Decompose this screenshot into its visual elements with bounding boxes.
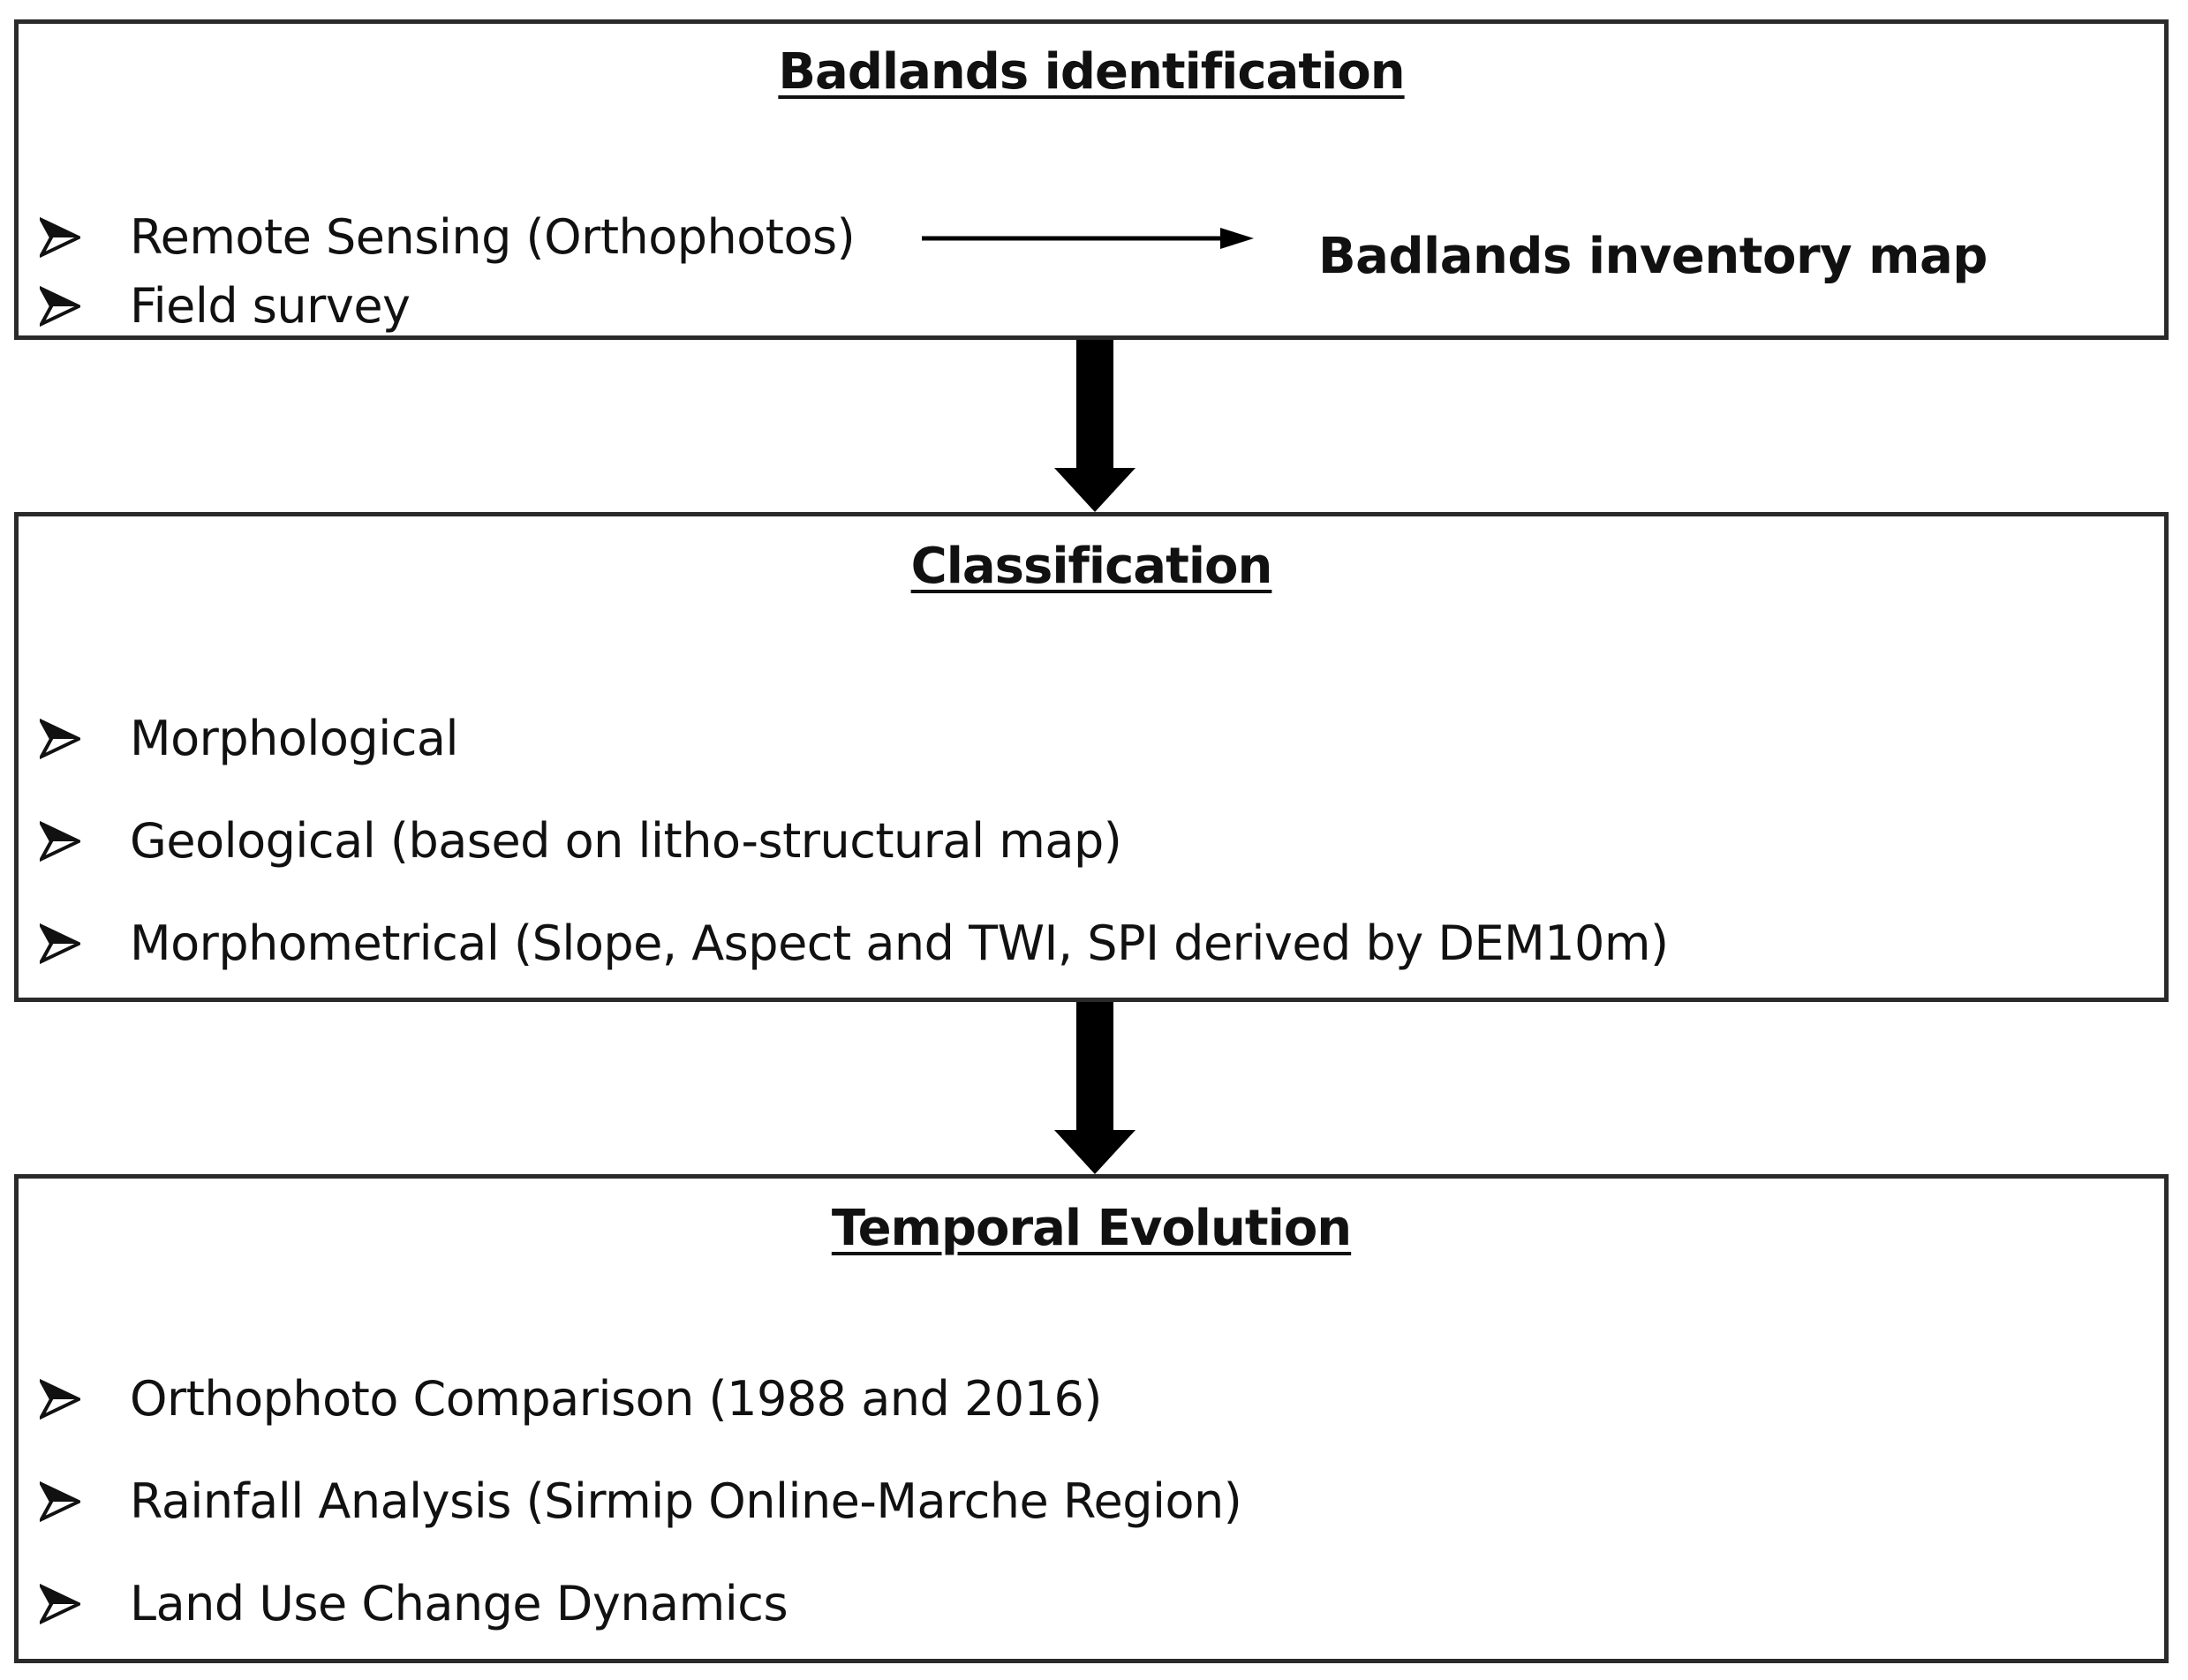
list-item: Rainfall Analysis (Sirmip Online-Marche … xyxy=(40,1473,1242,1529)
right-arrow-icon xyxy=(922,228,1254,249)
arrowhead-bullet-icon xyxy=(40,285,80,328)
inventory-map-output: Badlands inventory map xyxy=(1318,228,1988,285)
arrowhead-bullet-icon xyxy=(40,1583,80,1625)
list-item: Field survey xyxy=(40,278,411,334)
down-arrow-icon xyxy=(1054,340,1135,512)
list-item-label: Orthophoto Comparison (1988 and 2016) xyxy=(130,1371,1102,1427)
list-item: Morphometrical (Slope, Aspect and TWI, S… xyxy=(40,915,1669,971)
stage-title-temporal-evolution: Temporal Evolution xyxy=(831,1200,1352,1257)
arrowhead-bullet-icon xyxy=(40,216,80,259)
arrowhead-bullet-icon xyxy=(40,1378,80,1420)
list-item-label: Morphometrical (Slope, Aspect and TWI, S… xyxy=(130,915,1669,971)
list-item: Land Use Change Dynamics xyxy=(40,1576,788,1631)
down-arrow-icon xyxy=(1054,1002,1135,1174)
list-item-label: Rainfall Analysis (Sirmip Online-Marche … xyxy=(130,1473,1242,1529)
list-item-label: Geological (based on litho-structural ma… xyxy=(130,813,1122,869)
list-item-label: Remote Sensing (Orthophotos) xyxy=(130,209,856,265)
list-item: Orthophoto Comparison (1988 and 2016) xyxy=(40,1371,1102,1427)
list-item-label: Morphological xyxy=(130,711,458,766)
arrowhead-bullet-icon xyxy=(40,718,80,760)
list-item: Remote Sensing (Orthophotos) xyxy=(40,209,856,265)
stage-box-temporal-evolution: Temporal Evolution Orthophoto Comparison… xyxy=(14,1174,2169,1663)
stage-title-classification: Classification xyxy=(910,538,1273,595)
stage-box-identification: Badlands identification Remote Sensing (… xyxy=(14,19,2169,340)
list-item-label: Field survey xyxy=(130,278,411,334)
stage-title-identification: Badlands identification xyxy=(778,43,1405,101)
stage-box-classification: Classification Morphological Geological … xyxy=(14,512,2169,1002)
list-item: Morphological xyxy=(40,711,458,766)
list-item-label: Land Use Change Dynamics xyxy=(130,1576,788,1631)
arrowhead-bullet-icon xyxy=(40,1480,80,1523)
arrowhead-bullet-icon xyxy=(40,923,80,965)
arrowhead-bullet-icon xyxy=(40,820,80,863)
list-item: Geological (based on litho-structural ma… xyxy=(40,813,1122,869)
